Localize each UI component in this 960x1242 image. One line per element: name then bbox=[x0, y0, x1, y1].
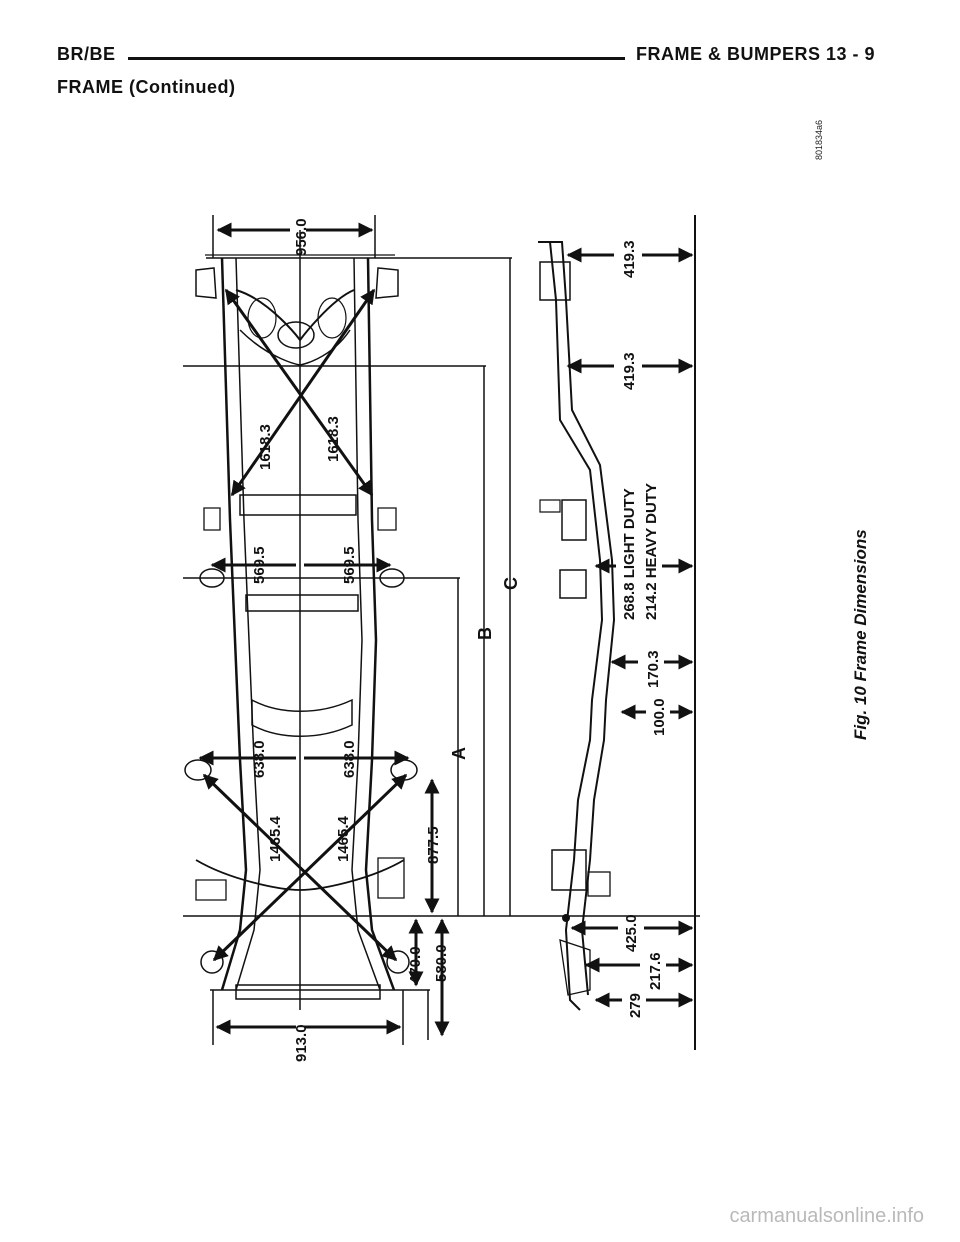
dim-419-second: 419.3 bbox=[621, 352, 638, 390]
dim-956: 956.0 bbox=[293, 218, 310, 256]
dim-580: 580.0 bbox=[433, 944, 450, 982]
dim-217: 217.6 bbox=[647, 952, 664, 990]
dim-1618-a: 1618.3 bbox=[257, 424, 274, 470]
ref-line-a: A bbox=[449, 747, 469, 760]
figure-ref-code: 801834a6 bbox=[814, 120, 824, 160]
dim-279: 279 bbox=[627, 993, 644, 1018]
header-page-number: 13 - 9 bbox=[826, 44, 876, 64]
dim-1465-b: 1465.4 bbox=[335, 815, 352, 862]
dim-569-a: 569.5 bbox=[251, 546, 268, 584]
dim-170: 170.3 bbox=[645, 650, 662, 688]
dim-470: 470.0 bbox=[407, 946, 424, 984]
header-rule bbox=[128, 57, 625, 60]
dim-1465-a: 1465.4 bbox=[267, 815, 284, 862]
dim-638-a: 638.0 bbox=[251, 740, 268, 778]
plan-dimension-arrows bbox=[198, 222, 450, 1037]
dim-268-light-duty: 268.8 LIGHT DUTY bbox=[621, 488, 638, 620]
dim-877: 877.5 bbox=[425, 826, 442, 864]
frame-side-view bbox=[538, 241, 616, 1011]
header-section: FRAME & BUMPERS bbox=[636, 44, 821, 64]
header-model: BR/BE bbox=[57, 44, 116, 64]
site-watermark: carmanualsonline.info bbox=[729, 1205, 924, 1227]
dim-419-top: 419.3 bbox=[621, 240, 638, 278]
figure-caption: Fig. 10 Frame Dimensions bbox=[851, 529, 870, 740]
ref-line-b: B bbox=[475, 627, 495, 640]
dim-913: 913.0 bbox=[293, 1024, 310, 1062]
dim-100: 100.0 bbox=[651, 698, 668, 736]
dim-214-heavy-duty: 214.2 HEAVY DUTY bbox=[643, 483, 660, 620]
section-subheading: FRAME (Continued) bbox=[57, 77, 236, 97]
dim-1618-b: 1618.3 bbox=[325, 416, 342, 462]
side-dimension-arrows bbox=[566, 247, 694, 1008]
ref-line-c: C bbox=[501, 577, 521, 590]
dim-425: 425.0 bbox=[623, 914, 640, 952]
dim-569-b: 569.5 bbox=[341, 546, 358, 584]
dim-638-b: 638.0 bbox=[341, 740, 358, 778]
